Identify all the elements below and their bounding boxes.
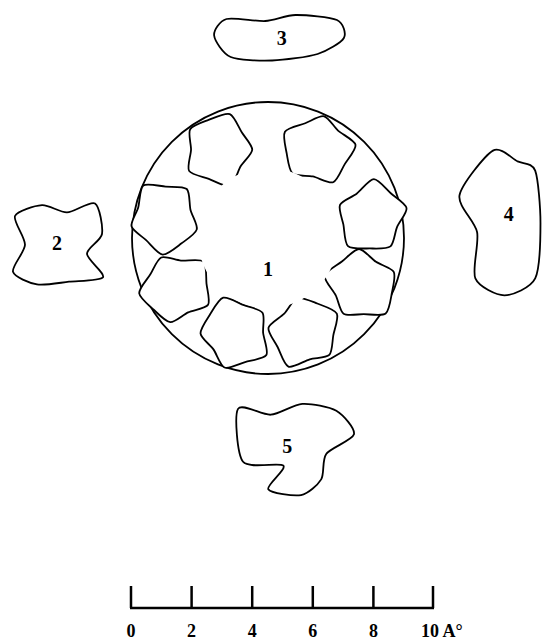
scale-label: 10 A° [421,622,463,640]
blob-path [459,150,540,296]
subunit-blob [201,298,267,368]
density-blob: 5 [233,401,359,499]
callout-number: 4 [504,204,514,224]
callout-number: 1 [263,259,273,279]
scale-label: 4 [248,622,257,640]
blob-path [236,404,354,495]
subunit-blob [131,184,197,254]
callout-number: 3 [277,28,287,48]
scale-label: 6 [308,622,317,640]
scale-label: 8 [369,622,378,640]
density-blob: 4 [456,146,544,300]
density-blob: 3 [210,13,348,63]
subunit-blob [325,249,395,315]
blob-path [214,15,345,61]
ring-hole [198,168,338,308]
blob-outline [233,401,359,499]
ring-outline [116,95,420,385]
blob-path [13,203,103,285]
subunit-blob [139,257,209,322]
callout-number: 2 [52,233,62,253]
blob-outline [456,146,544,300]
subunit-blob [284,116,356,182]
subunit-blob [268,298,337,367]
density-blob: 2 [7,198,107,288]
scale-label: 2 [187,622,196,640]
subunit-blob [340,179,407,248]
scale-label: 0 [127,622,136,640]
scale-bar-lines [130,586,434,608]
callout-number: 5 [282,436,292,456]
ring-complex: 1 [116,95,420,385]
